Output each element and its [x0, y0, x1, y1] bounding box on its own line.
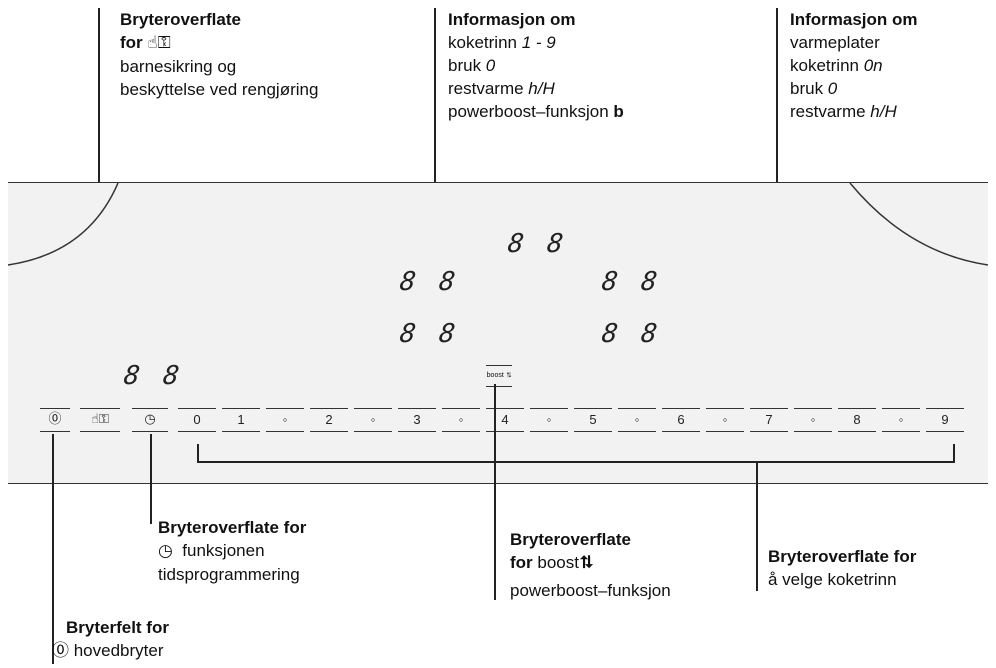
callout-title: Bryteroverflate for [158, 518, 307, 537]
callout-title: Bryterfelt for [66, 618, 169, 637]
level-button[interactable]: ◦ [266, 408, 304, 432]
timer-button[interactable]: ◷ [132, 408, 168, 432]
display-value: h/H [870, 102, 897, 121]
callout-line: bruk [448, 56, 486, 75]
level-button[interactable]: ◦ [882, 408, 920, 432]
callout-barnesikring: Bryteroverflate for ☝⚿ barnesikring og b… [120, 8, 318, 101]
main-switch-button[interactable]: ⓪ [40, 408, 70, 432]
level-button[interactable]: ◦ [354, 408, 392, 432]
display-timer: 8 8 [121, 361, 186, 391]
callout-line: powerboost–funksjon [448, 102, 614, 121]
level-button[interactable]: 5 [574, 408, 612, 432]
level-button[interactable]: 2 [310, 408, 348, 432]
callout-timer: Bryteroverflate for ◷ funksjonen tidspro… [158, 516, 306, 586]
callout-line: restvarme [448, 79, 529, 98]
level-button[interactable]: ◦ [618, 408, 656, 432]
level-button[interactable]: 9 [926, 408, 964, 432]
level-button[interactable]: 3 [398, 408, 436, 432]
callout-line: hovedbryter [69, 641, 164, 660]
callout-velge: Bryteroverflate for å velge koketrinn [768, 545, 916, 591]
callout-title: Bryteroverflate [510, 530, 631, 549]
callout-varmeplater: Informasjon om varmeplater koketrinn 0n … [790, 8, 918, 123]
display-value: 1 - 9 [521, 33, 556, 52]
callout-title: Informasjon om [448, 10, 576, 29]
level-button[interactable]: 6 [662, 408, 700, 432]
boost-button[interactable]: boost ⮁ [486, 365, 512, 387]
display-value: b [613, 102, 624, 121]
level-button[interactable]: 8 [838, 408, 876, 432]
callout-title: Bryteroverflate for [768, 547, 917, 566]
callout-line: bruk [790, 79, 828, 98]
display-value: h/H [528, 79, 555, 98]
callout-line: koketrinn [790, 56, 864, 75]
level-button[interactable]: 0 [178, 408, 216, 432]
level-button[interactable]: 7 [750, 408, 788, 432]
callout-line: beskyttelse ved rengjøring [120, 80, 319, 99]
display-value: 0 [827, 79, 838, 98]
callout-koketrinn: Informasjon om koketrinn 1 - 9 bruk 0 re… [448, 8, 624, 123]
display-left-1: 8 8 [397, 267, 462, 297]
clock-icon: ◷ [158, 541, 173, 561]
level-button[interactable]: ◦ [530, 408, 568, 432]
child-lock-button[interactable]: ☝⚿ [80, 408, 120, 432]
level-button[interactable]: ◦ [706, 408, 744, 432]
power-icon: ⓪ [52, 641, 69, 661]
level-button[interactable]: ◦ [442, 408, 480, 432]
display-value: 0 [485, 56, 496, 75]
callout-line: restvarme [790, 102, 871, 121]
callout-line: barnesikring og [120, 57, 237, 76]
callout-hoved: Bryterfelt for ⓪ hovedbryter [52, 616, 169, 663]
hand-key-icon: ☝⚿ [147, 33, 171, 53]
display-right-1: 8 8 [599, 267, 664, 297]
display-left-2: 8 8 [397, 319, 462, 349]
chevron-up-icon: ⮁ [578, 553, 593, 573]
display-right-2: 8 8 [599, 319, 664, 349]
cooking-zone-outlines [8, 183, 988, 266]
callout-line: powerboost–funksjon [510, 581, 671, 600]
callout-title-2: for [120, 33, 148, 52]
level-button[interactable]: 4 [486, 408, 524, 432]
level-button[interactable]: 1 [222, 408, 260, 432]
display-rear: 8 8 [505, 229, 570, 259]
callout-line: tidsprogrammering [158, 565, 300, 584]
callout-line: varmeplater [790, 33, 880, 52]
display-value: 0n [863, 56, 883, 75]
callout-line: koketrinn [448, 33, 522, 52]
callout-line: funksjonen [172, 541, 265, 560]
level-button[interactable]: ◦ [794, 408, 832, 432]
callout-title: Bryteroverflate [120, 10, 241, 29]
boost-word: boost [537, 553, 579, 572]
callout-title: Informasjon om [790, 10, 918, 29]
callout-title-2: for [510, 553, 538, 572]
cooktop-panel: 8 8 8 8 8 8 8 8 8 8 8 8 [8, 182, 988, 484]
callout-boost: Bryteroverflate for boost⮁ powerboost–fu… [510, 528, 671, 602]
callout-line: å velge koketrinn [768, 570, 897, 589]
